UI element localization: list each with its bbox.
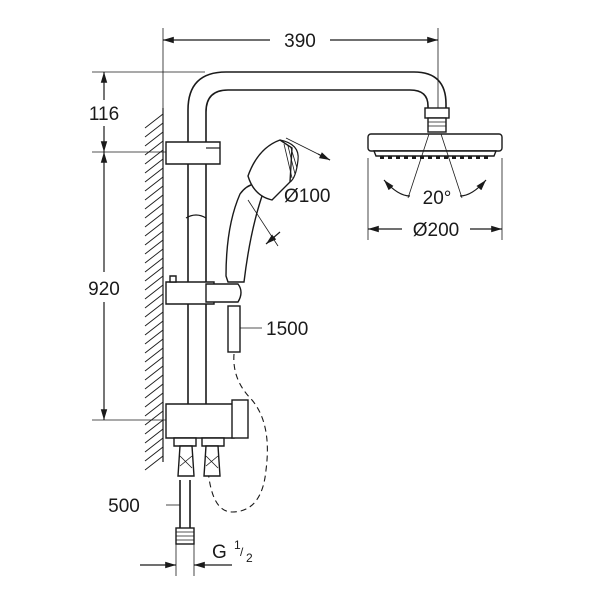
hatch-line — [144, 239, 164, 255]
hatch-line — [144, 428, 164, 444]
shower-arm — [187, 71, 450, 140]
hatch-line — [144, 140, 164, 156]
hatch-line — [144, 113, 164, 129]
nozzle — [412, 156, 416, 159]
hatch-line — [144, 176, 164, 192]
nozzle — [428, 156, 432, 159]
hatch-line — [144, 167, 164, 183]
hatch-line — [144, 257, 164, 273]
dimension-vertical: 116 920 — [88, 71, 205, 421]
nozzle — [460, 156, 464, 159]
hatch-line — [144, 131, 164, 147]
hatch-line — [144, 338, 164, 354]
hatch-line — [144, 185, 164, 201]
hatch-line — [144, 311, 164, 327]
nozzle — [444, 156, 448, 159]
hatch-line — [144, 392, 164, 408]
hatch-line — [144, 347, 164, 363]
label-inlet-length: 500 — [108, 496, 140, 517]
hatch-line — [144, 356, 164, 372]
nozzle — [476, 156, 480, 159]
hatch-line — [144, 329, 164, 345]
wall — [144, 108, 164, 471]
label-rail-height: 920 — [88, 279, 120, 300]
hatch-line — [144, 194, 164, 210]
nozzle — [436, 156, 440, 159]
dimension-thread: G 1 / 2 — [140, 538, 253, 576]
hatch-line — [144, 203, 164, 219]
hatch-line — [144, 410, 164, 426]
thermostat-body — [165, 399, 249, 477]
hatch-line — [144, 230, 164, 246]
dimension-head-diameter: Ø200 — [367, 158, 503, 241]
label-thread-denominator: 2 — [246, 551, 253, 565]
hatch-line — [144, 302, 164, 318]
label-thread-slash: / — [240, 545, 244, 559]
label-hand-shower-diameter: Ø100 — [284, 186, 330, 207]
nozzle — [404, 156, 408, 159]
nozzle — [380, 156, 384, 159]
hatch-line — [144, 455, 164, 471]
wall-hatching — [144, 113, 164, 471]
head-shower: 20° — [367, 133, 503, 209]
shower-hose: 1500 — [207, 305, 308, 513]
hatch-line — [144, 248, 164, 264]
nozzle — [420, 156, 424, 159]
label-hose-length: 1500 — [266, 319, 308, 340]
hatch-line — [144, 122, 164, 138]
hatch-line — [144, 365, 164, 381]
label-head-diameter: Ø200 — [413, 220, 459, 241]
inlet-pipe: 500 — [108, 480, 195, 545]
nozzle — [452, 156, 456, 159]
label-thread-prefix: G — [212, 542, 227, 563]
nozzle — [484, 156, 488, 159]
hatch-line — [144, 374, 164, 390]
hatch-line — [144, 437, 164, 453]
nozzle — [468, 156, 472, 159]
hatch-line — [144, 401, 164, 417]
hatch-line — [144, 158, 164, 174]
hatch-line — [144, 275, 164, 291]
hatch-line — [144, 383, 164, 399]
hatch-line — [144, 221, 164, 237]
hatch-line — [144, 446, 164, 462]
hatch-line — [144, 266, 164, 282]
head-shower-nozzles — [380, 156, 488, 159]
nozzle — [396, 156, 400, 159]
hatch-line — [144, 293, 164, 309]
hatch-line — [144, 320, 164, 336]
hand-shower: Ø100 — [225, 137, 330, 283]
hatch-line — [144, 212, 164, 228]
hatch-line — [144, 284, 164, 300]
riser-rail — [165, 140, 242, 404]
label-tilt-angle: 20° — [423, 188, 452, 209]
nozzle — [388, 156, 392, 159]
label-arm-height: 116 — [89, 104, 119, 125]
label-arm-reach: 390 — [284, 31, 316, 52]
hatch-line — [144, 419, 164, 435]
label-thread-numerator: 1 — [234, 538, 241, 552]
dimension-arm-reach: 390 — [162, 28, 439, 108]
